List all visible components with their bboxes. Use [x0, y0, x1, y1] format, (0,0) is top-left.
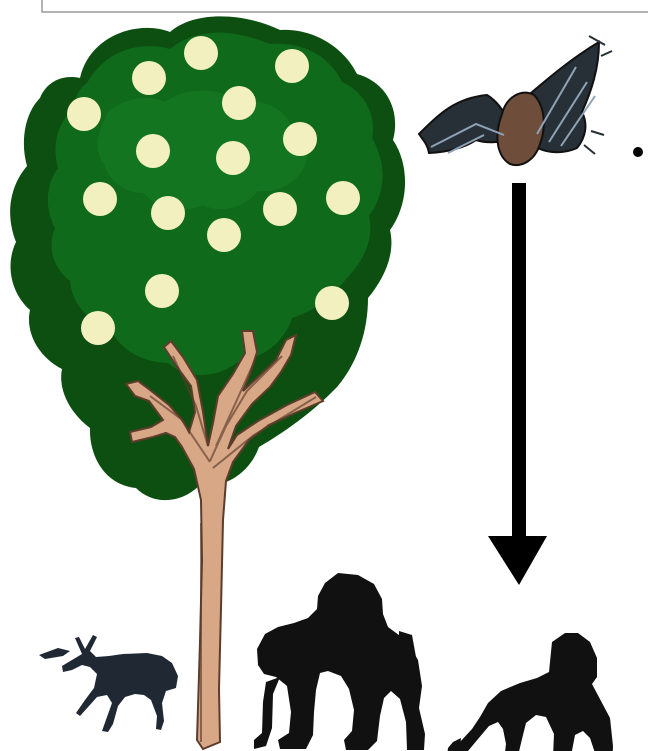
fruit [145, 274, 179, 308]
top-frame-line [42, 0, 648, 12]
fruit [81, 311, 115, 345]
fruit [67, 97, 101, 131]
fruit [184, 36, 218, 70]
fruit [132, 61, 166, 95]
fruit [151, 196, 185, 230]
fruit [326, 181, 360, 215]
fruit [315, 286, 349, 320]
gorilla-icon [254, 573, 425, 750]
fruit [136, 134, 170, 168]
fruit [83, 182, 117, 216]
fruit [222, 86, 256, 120]
bat-icon [419, 36, 612, 165]
bat-body [497, 93, 543, 165]
down-arrow-icon [488, 183, 547, 585]
fruit [207, 218, 241, 252]
chimpanzee-icon [447, 633, 613, 751]
fruit [263, 192, 297, 226]
trailing-dot [633, 147, 643, 157]
fruit [283, 122, 317, 156]
fruit [216, 141, 250, 175]
duiker-icon [39, 635, 178, 732]
fruit [275, 49, 309, 83]
